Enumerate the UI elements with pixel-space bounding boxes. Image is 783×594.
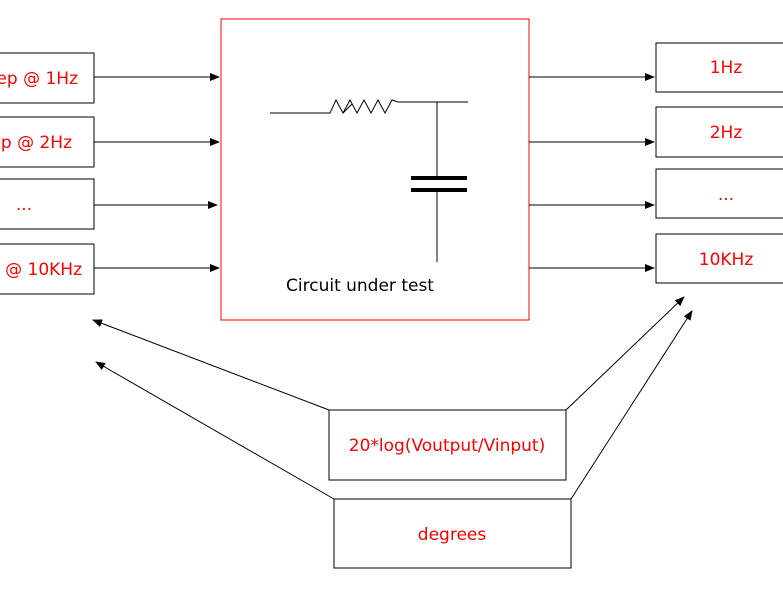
output-label-4: 10KHz — [699, 250, 754, 270]
input-box-4: Sweep @ 10KHz — [0, 243, 95, 295]
input-label-3: ... — [16, 195, 32, 215]
output-box-4: 10KHz — [655, 233, 783, 284]
output-box-2: 2Hz — [655, 106, 783, 158]
input-label-2: Sweep @ 2Hz — [0, 133, 72, 153]
input-box-1: Sweep @ 1Hz — [0, 52, 95, 104]
circuit-under-test-box: Circuit under test — [220, 18, 530, 321]
phase-arrow-left — [95, 361, 335, 500]
circuit-caption: Circuit under test — [286, 276, 434, 296]
phase-formula-box: degrees — [333, 498, 572, 569]
phase-formula-label: degrees — [418, 525, 487, 545]
magnitude-arrow-right — [565, 296, 685, 411]
output-label-3: ... — [718, 185, 734, 205]
input-box-3: ... — [0, 178, 95, 230]
output-label-1: 1Hz — [710, 58, 743, 78]
input-label-1: Sweep @ 1Hz — [0, 69, 78, 89]
magnitude-arrow-left — [92, 319, 330, 411]
capacitor-symbol — [411, 102, 467, 262]
resistor-symbol — [270, 98, 468, 115]
output-box-1: 1Hz — [655, 42, 783, 93]
phase-arrow-right — [570, 310, 693, 500]
output-box-3: ... — [655, 168, 783, 219]
magnitude-formula-box: 20*log(Voutput/Vinput) — [328, 409, 567, 481]
output-label-2: 2Hz — [710, 123, 743, 143]
magnitude-formula-label: 20*log(Voutput/Vinput) — [349, 436, 545, 456]
input-box-2: Sweep @ 2Hz — [0, 116, 95, 168]
input-label-4: Sweep @ 10KHz — [0, 260, 82, 280]
